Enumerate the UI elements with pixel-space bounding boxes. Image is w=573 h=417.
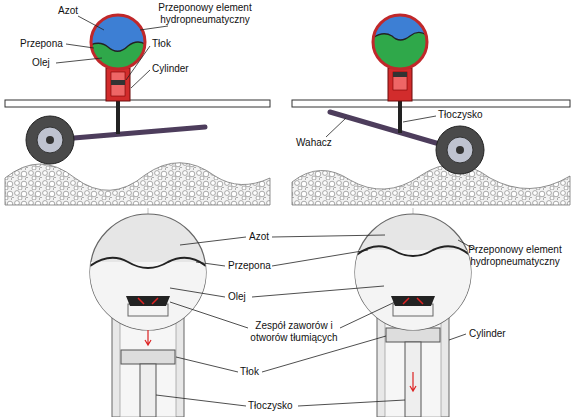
leader-lines [56,16,476,406]
part-label: Przepona [20,38,63,50]
part-label: Tłoczysko [248,400,292,412]
part-label: Wahacz [296,137,332,149]
bottom-left-section [88,208,208,417]
part-label: Przeponowy element hydropneumatyczny [150,2,260,25]
bottom-right-section [353,208,473,417]
part-label: Olej [32,57,50,69]
part-label: Cylinder [469,328,506,340]
part-label: Przeponowy element hydropneumatyczny [460,244,570,267]
part-label: Tłoczysko [438,109,482,121]
part-label: Azot [249,231,269,243]
top-right-figure [292,14,570,205]
top-left-figure [5,14,270,205]
part-label: Przepona [228,260,271,272]
part-label: Cylinder [152,63,189,75]
part-label: Tłok [152,38,171,50]
part-label: Zespół zaworów i otworów tłumiących [244,320,344,343]
part-label: Azot [58,5,78,17]
part-label: Olej [228,291,246,303]
part-label: Tłok [240,366,259,378]
